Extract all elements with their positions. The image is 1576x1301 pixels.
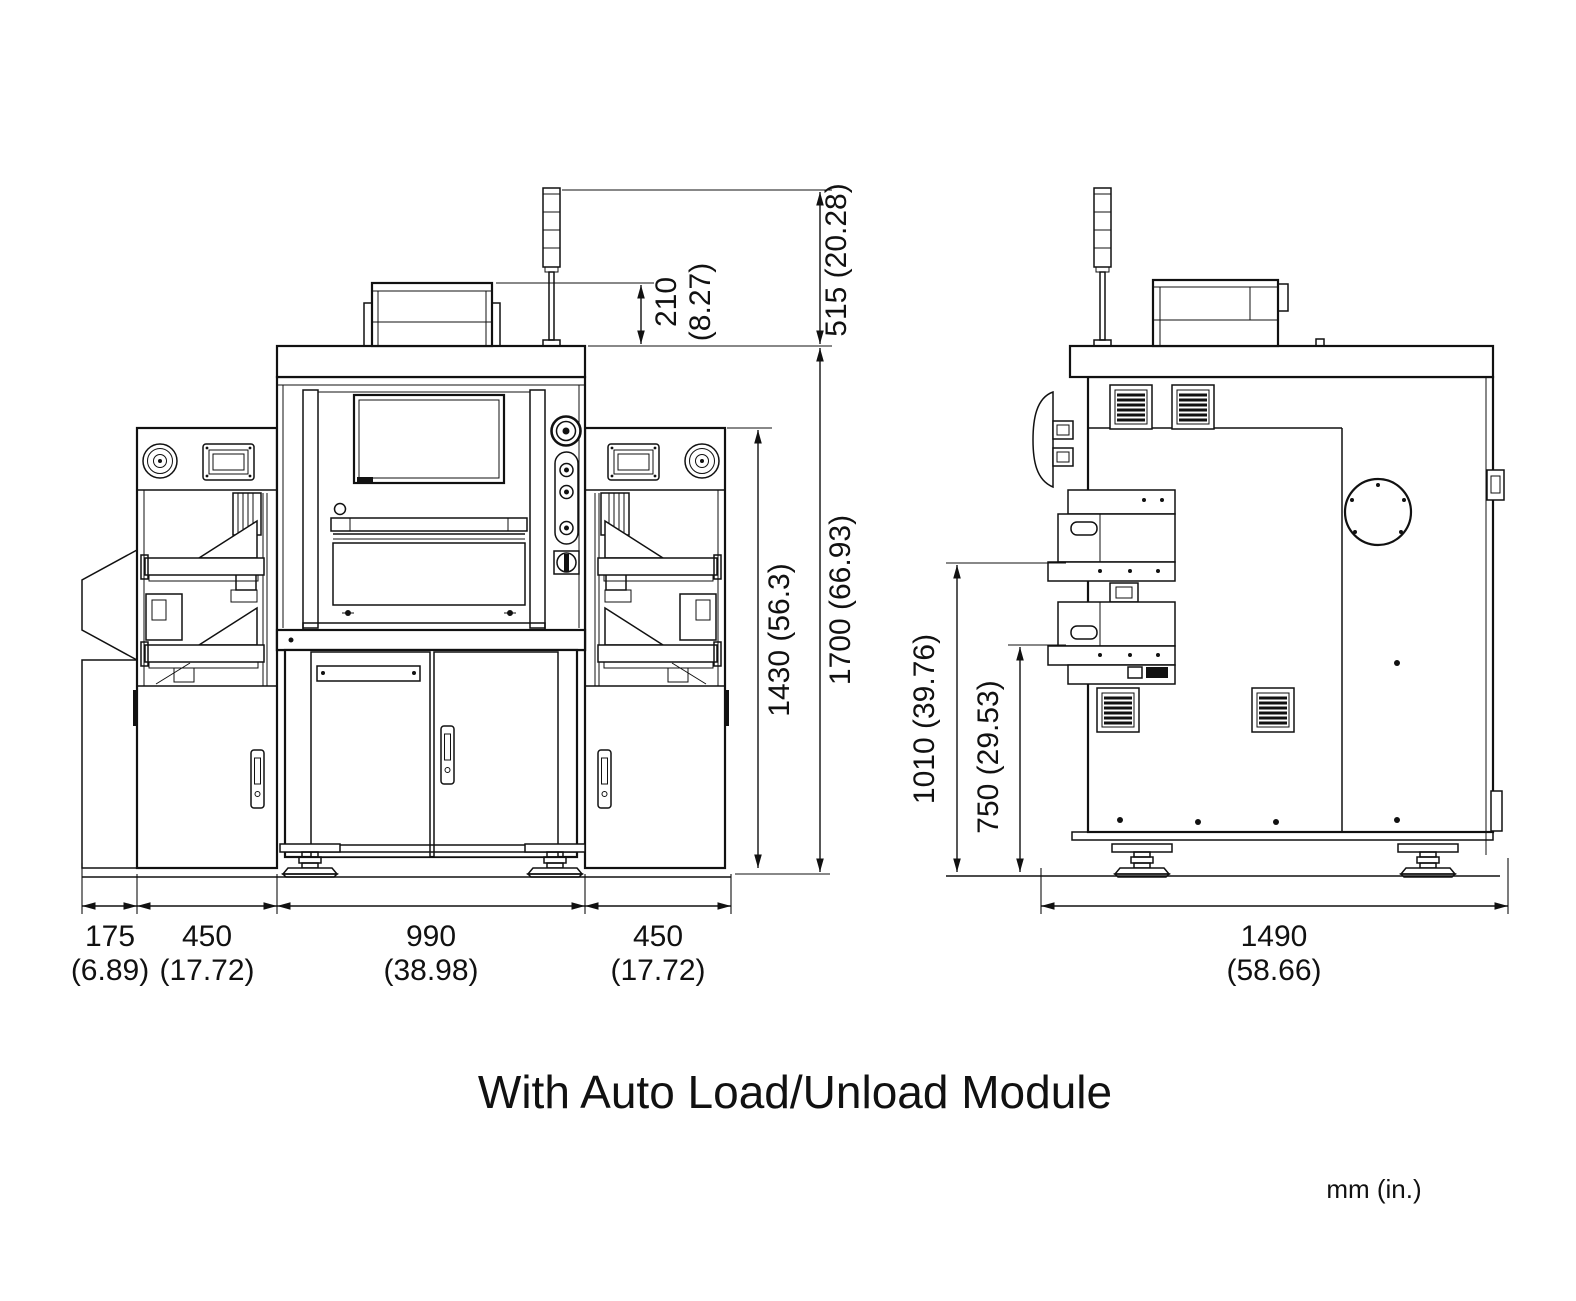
key-switch [553, 550, 580, 575]
dim-overall-height: 1700 (66.93) [824, 515, 857, 685]
vent [1095, 686, 1141, 734]
dim-chute-width-mm: 175 [85, 920, 135, 953]
fan-cutout [1343, 477, 1413, 547]
top-box [1151, 278, 1289, 348]
leveling-foot [524, 843, 586, 878]
dim-top-module-height-mm: 210 [650, 277, 683, 327]
magazine-conveyors [1047, 489, 1176, 685]
conveyor-table [330, 517, 528, 616]
vent [1250, 686, 1296, 734]
dim-top-module-height-in: (8.27) [684, 263, 717, 341]
units-note: mm (in.) [1326, 1174, 1421, 1204]
cabinet-doors [283, 648, 579, 859]
dim-loader-height: 1430 (56.3) [763, 563, 796, 716]
dim-upper-magazine-height: 1010 (39.76) [908, 634, 941, 804]
vent-plate [316, 665, 421, 682]
machine-top-plate [275, 344, 587, 379]
leveling-foot [1397, 843, 1459, 878]
dim-center-body-width-mm: 990 [406, 920, 456, 953]
machine-top-plate [1068, 344, 1495, 379]
door-handle [440, 725, 455, 785]
center-body [275, 344, 587, 878]
dim-lower-magazine-height: 750 (29.53) [972, 680, 1005, 833]
loader-module-left [131, 426, 279, 870]
indicator-button [333, 502, 347, 516]
dimensions: 515 (20.28) 210 (8.27) 1430 (56.3) 1700 … [71, 183, 1509, 987]
chute [81, 548, 138, 869]
dim-depth-mm: 1490 [1241, 920, 1308, 953]
operator-controls [550, 415, 582, 575]
control-screen [352, 393, 506, 485]
dim-center-body-width-in: (38.98) [383, 954, 478, 987]
leveling-foot [279, 843, 341, 878]
front-view [81, 187, 731, 878]
dim-right-loader-width-in: (17.72) [610, 954, 705, 987]
drawing-title: With Auto Load/Unload Module [478, 1066, 1112, 1118]
side-view [1032, 187, 1505, 878]
leveling-foot [1111, 843, 1173, 878]
dim-depth-in: (58.66) [1226, 954, 1321, 987]
signal-tower [542, 187, 561, 347]
dim-left-loader-width-mm: 450 [182, 920, 232, 953]
door-latch [1486, 469, 1505, 501]
loader-module-right [583, 426, 731, 870]
dim-right-loader-width-mm: 450 [633, 920, 683, 953]
vent [1108, 383, 1154, 431]
hood-edge [1032, 390, 1054, 489]
top-box [363, 281, 501, 348]
vent [1170, 383, 1216, 431]
signal-tower [1093, 187, 1112, 347]
dim-left-loader-width-in: (17.72) [159, 954, 254, 987]
dim-chute-width-in: (6.89) [71, 954, 149, 987]
dim-stack-light-height: 515 (20.28) [820, 183, 853, 336]
